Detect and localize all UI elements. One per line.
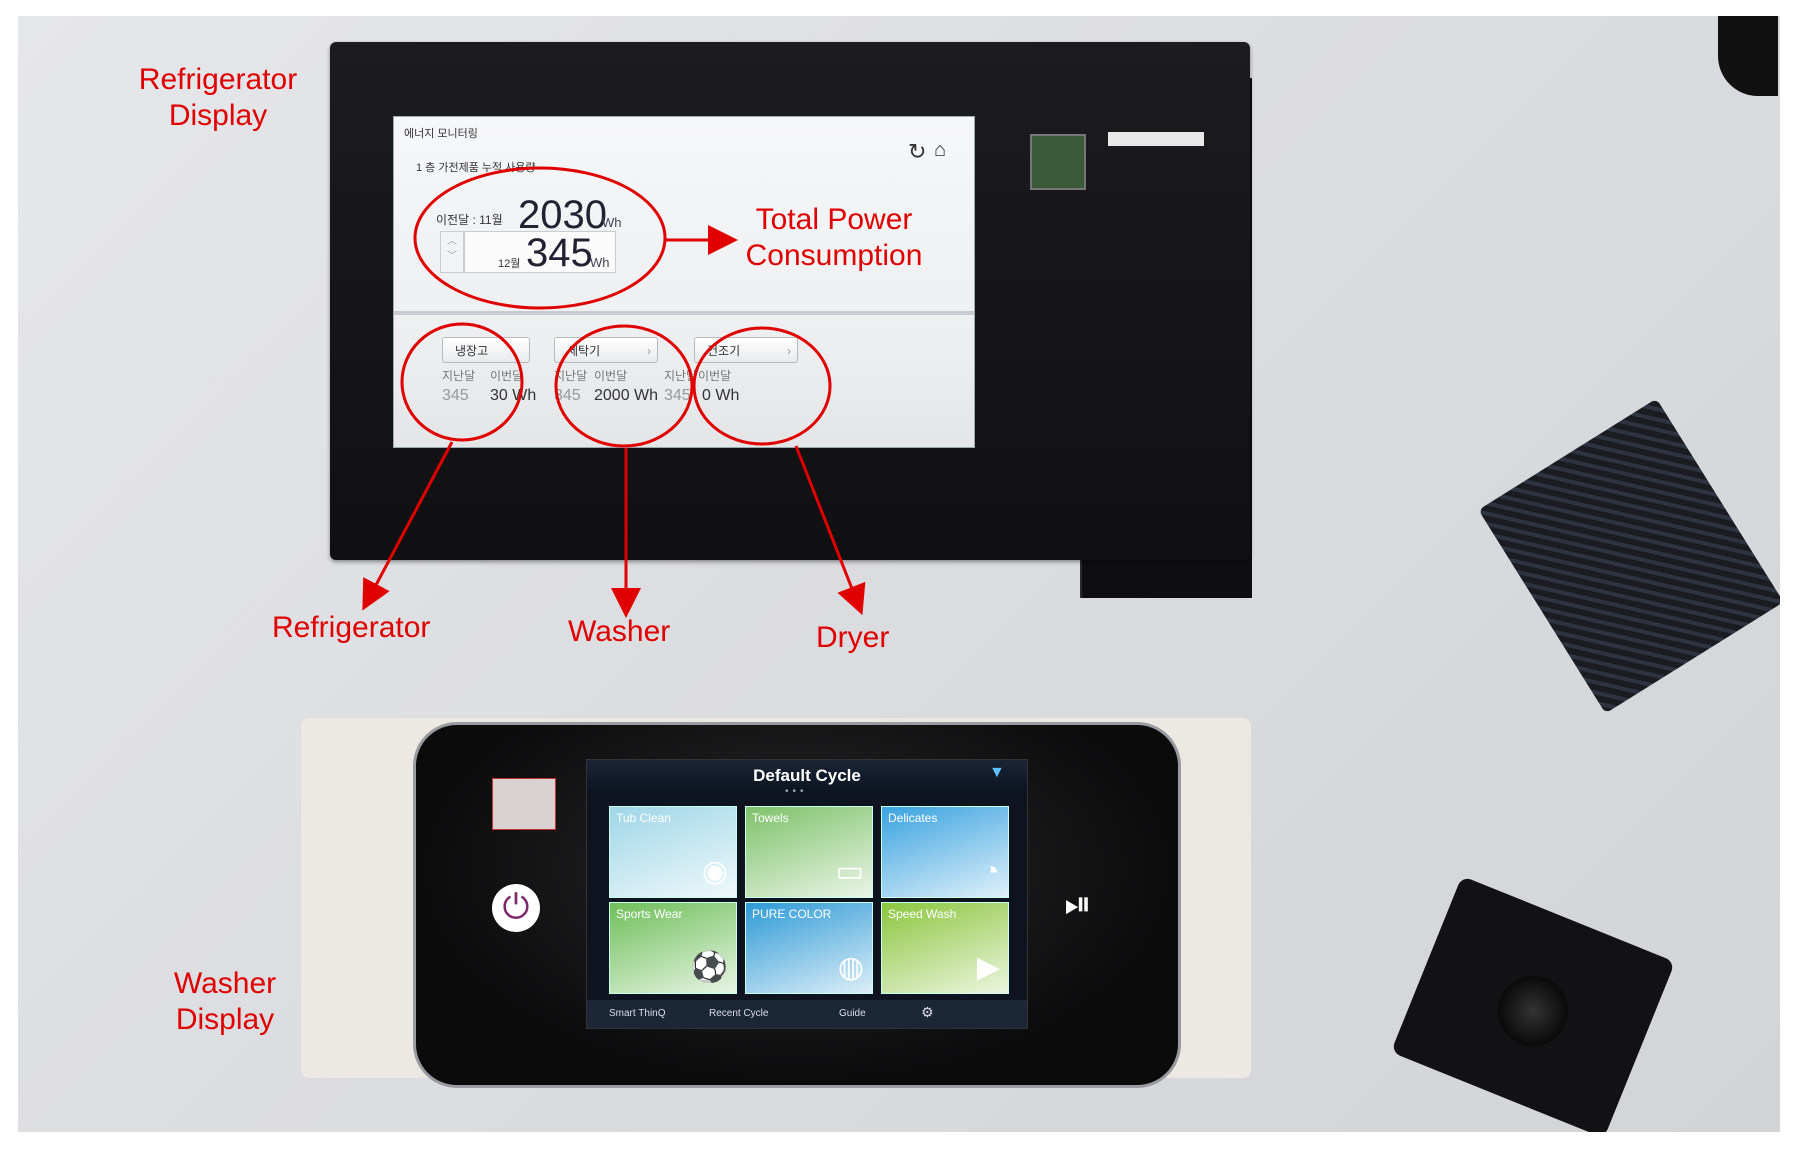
this-month-label: 12월 xyxy=(498,258,521,270)
chevron-right-icon: › xyxy=(647,344,651,358)
annotation-line: Display xyxy=(168,99,268,132)
this-month-small-label: 이번달 xyxy=(698,369,732,383)
appliance-button-dryer[interactable]: 건조기› xyxy=(694,337,798,363)
refrigerator-last-month: 345 xyxy=(442,387,469,404)
divider xyxy=(394,311,974,315)
washer-bottom-bar xyxy=(587,1000,1027,1028)
washer-this-month: 2000 Wh xyxy=(594,387,659,404)
this-month-small-label: 이번달 xyxy=(490,369,524,383)
power-supply xyxy=(1478,398,1780,714)
annotation-washer-display: Washer Display xyxy=(150,966,300,1038)
chevron-up-icon[interactable]: ︿ xyxy=(447,236,457,247)
guide-link[interactable]: Guide xyxy=(839,1008,866,1019)
last-month-small-label: 지난달 xyxy=(442,369,476,383)
start-pause-icon[interactable]: ⏯ xyxy=(1064,885,1092,923)
annotation-line: Display xyxy=(175,1003,275,1036)
cycle-tile[interactable]: Sports Wear ⚽ xyxy=(609,902,737,994)
tub-clean-icon: ◉ xyxy=(701,855,728,888)
refresh-icon[interactable]: ↻ xyxy=(908,139,927,164)
black-object-corner xyxy=(1718,16,1778,96)
month-stepper[interactable]: ︿ ﹀ xyxy=(440,231,464,273)
annotation-dryer: Dryer xyxy=(816,621,890,654)
towel-icon: ▭ xyxy=(835,855,864,888)
cycle-tile-label: Delicates xyxy=(888,811,938,825)
cycle-tile[interactable]: Tub Clean ◉ xyxy=(609,806,737,898)
annotation-washer: Washer xyxy=(568,615,671,648)
palette-icon: ◍ xyxy=(837,951,864,984)
last-month-small-label: 지난달 xyxy=(554,369,588,383)
last-month-label: 이전달 : 11월 xyxy=(436,213,503,227)
barcode-sticker xyxy=(1108,132,1204,146)
annotation-line: Consumption xyxy=(745,239,923,272)
cycle-tile[interactable]: Delicates ◔ xyxy=(881,806,1009,898)
annotation-line: Total Power xyxy=(755,203,913,236)
appliance-button-washer[interactable]: 세탁기› xyxy=(554,337,658,363)
washer-screen-header xyxy=(587,760,1027,792)
speaker-cone xyxy=(1498,976,1568,1046)
cycle-tile[interactable]: PURE COLOR ◍ xyxy=(745,902,873,994)
refrigerator-this-month: 30 Wh xyxy=(490,387,537,404)
cycle-tile-label: Tub Clean xyxy=(616,811,671,825)
washer-last-month: 345 xyxy=(554,387,581,404)
washer-screen-title: Default Cycle xyxy=(753,766,861,785)
fridge-screen: 에너지 모니터링 ↻ ⌂ 1 층 가전제품 누적 사용량 이전달 : 11월 2… xyxy=(393,116,975,448)
annotation-total-power: Total Power Consumption xyxy=(724,202,944,274)
annotation-refrigerator-display: Refrigerator Display xyxy=(118,62,318,134)
appliance-button-refrigerator[interactable]: 냉장고 xyxy=(442,337,530,363)
recent-cycle-link[interactable]: Recent Cycle xyxy=(709,1008,769,1019)
photo-background: 에너지 모니터링 ↻ ⌂ 1 층 가전제품 누적 사용량 이전달 : 11월 2… xyxy=(18,16,1780,1132)
annotation-line: Refrigerator xyxy=(138,63,298,96)
chevron-down-icon[interactable]: ﹀ xyxy=(447,251,457,262)
delicates-icon: ◔ xyxy=(981,855,1000,888)
cycle-tile-label: Sports Wear xyxy=(616,907,683,921)
screen-header: 에너지 모니터링 xyxy=(404,128,478,140)
sports-wear-icon: ⚽ xyxy=(690,951,728,984)
connector-board xyxy=(1030,134,1086,190)
wifi-icon: ▼ xyxy=(989,764,1005,781)
this-month-unit: Wh xyxy=(590,255,610,270)
screen-subtitle: 1 층 가전제품 누적 사용량 xyxy=(416,162,536,174)
dryer-last-month: 345 xyxy=(664,387,691,404)
page-dots: ••• xyxy=(785,786,808,797)
washer-screen: Default Cycle ▼ ••• Tub Clean ◉ Towels ▭ Del… xyxy=(586,759,1028,1029)
cycle-tile-label: Towels xyxy=(752,811,789,825)
settings-gear-icon[interactable]: ⚙ xyxy=(921,1004,934,1020)
washer-sticker xyxy=(492,778,556,830)
cycle-tile-label: Speed Wash xyxy=(888,907,957,921)
annotation-line: Washer xyxy=(173,967,277,1000)
chevron-right-icon: › xyxy=(787,344,791,358)
cycle-tile[interactable]: Towels ▭ xyxy=(745,806,873,898)
last-month-unit: Wh xyxy=(602,215,622,230)
speed-wash-icon: ▶ xyxy=(976,951,1000,984)
annotation-refrigerator: Refrigerator xyxy=(272,611,431,644)
cycle-tile[interactable]: Speed Wash ▶ xyxy=(881,902,1009,994)
this-month-small-label: 이번달 xyxy=(594,369,628,383)
dryer-this-month: 0 Wh xyxy=(702,387,740,404)
this-month-value: 345 xyxy=(526,231,593,275)
home-icon[interactable]: ⌂ xyxy=(934,139,947,161)
smart-thinq-link[interactable]: Smart ThinQ xyxy=(609,1008,666,1019)
power-icon[interactable]: ⏻ xyxy=(492,884,540,932)
cycle-tile-label: PURE COLOR xyxy=(752,907,832,921)
last-month-small-label: 지난달 xyxy=(664,369,698,383)
